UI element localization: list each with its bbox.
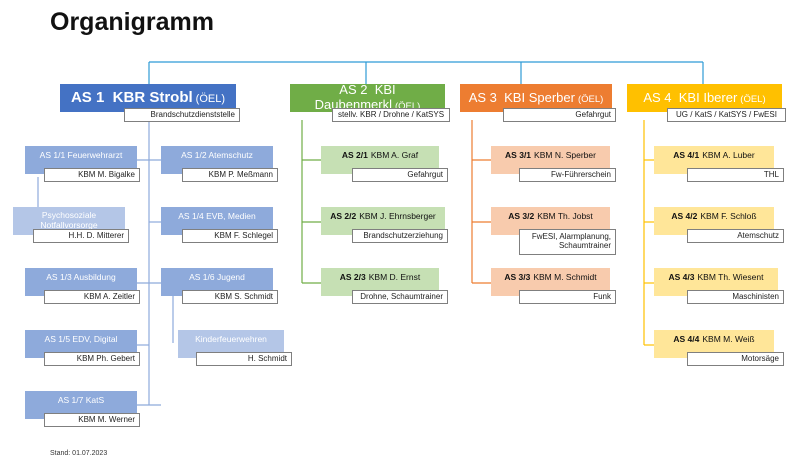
as1-card-1-4-label: AS 1/4 EVB, Medien xyxy=(178,211,256,221)
page-title: Organigramm xyxy=(50,8,214,36)
as3-sub: Gefahrgut xyxy=(503,108,616,122)
as3-card-1-code: AS 3/1 xyxy=(505,150,532,160)
as1-card-1-7-label: AS 1/7 KatS xyxy=(57,395,105,405)
psychosoziale-person: H.H. D. Mitterer xyxy=(33,229,129,243)
as3-card-3-code: AS 3/3 xyxy=(504,272,531,282)
as4-card-1-name: KBM A. Luber xyxy=(702,150,755,160)
as3-header: AS 3 KBI Sperber(ÖEL) xyxy=(460,84,612,112)
as4-card-1-code: AS 4/1 xyxy=(673,150,700,160)
as1-card-1-3-person: KBM A. Zeitler xyxy=(44,290,140,304)
as2-code: AS 2 xyxy=(339,82,368,98)
as4-card-2-code: AS 4/2 xyxy=(671,211,698,221)
as1-header: AS 1 KBR Strobl(ÖEL) xyxy=(60,84,236,112)
as3-card-3-name: KBM M. Schmidt xyxy=(533,272,597,282)
as2-card-3-name: KBM D. Ernst xyxy=(368,272,421,282)
as3-connectors xyxy=(471,120,491,284)
top-connectors xyxy=(148,61,704,84)
as1-card-1-5-person: KBM Ph. Gebert xyxy=(44,352,140,366)
as4-card-2-sub: Atemschutz xyxy=(687,229,784,243)
as3-name: KBI Sperber xyxy=(504,89,575,105)
as2-card-2-sub: Brandschutzerziehung xyxy=(352,229,448,243)
as2-card-1-sub: Gefahrgut xyxy=(352,168,448,182)
as1-card-1-1-person: KBM M. Bigalke xyxy=(44,168,140,182)
as3-card-2-sub: FwESI, Alarmplanung, Schaumtrainer xyxy=(519,229,616,255)
as2-card-3-sub: Drohne, Schaumtrainer xyxy=(352,290,448,304)
as3-card-1-name: KBM N. Sperber xyxy=(534,150,596,160)
as4-card-4-code: AS 4/4 xyxy=(673,334,700,344)
as1-card-1-2-label: AS 1/2 Atemschutz xyxy=(181,150,253,160)
as3-code: AS 3 xyxy=(468,89,497,105)
psychosoziale-label: Psychosoziale Notfallvorsorge xyxy=(40,210,98,230)
as3-card-2-code: AS 3/2 xyxy=(508,211,535,221)
as2-card-1-code: AS 2/1 xyxy=(341,150,368,160)
as3-card-3-sub: Funk xyxy=(519,290,616,304)
as2-card-2-code: AS 2/2 xyxy=(330,211,357,221)
as1-card-1-5-label: AS 1/5 EDV, Digital xyxy=(44,334,118,344)
as1-name: KBR Strobl xyxy=(112,89,193,107)
as1-connectors xyxy=(37,120,174,406)
as4-connectors xyxy=(643,120,654,346)
as1-suffix: (ÖEL) xyxy=(195,93,226,106)
as1-card-1-2-person: KBM P. Meßmann xyxy=(182,168,278,182)
as2-sub: stellv. KBR / Drohne / KatSYS xyxy=(332,108,450,122)
as1-card-1-3-label: AS 1/3 Ausbildung xyxy=(46,272,116,282)
as4-suffix: (ÖEL) xyxy=(740,93,766,105)
as1-card-1-7-person: KBM M. Werner xyxy=(44,413,140,427)
as4-card-3-sub: Maschinisten xyxy=(687,290,784,304)
as4-card-4-name: KBM M. Weiß xyxy=(702,334,755,344)
as1-card-1-6-person: KBM S. Schmidt xyxy=(182,290,278,304)
kinderfeuerwehren-person: H. Schmidt xyxy=(196,352,292,366)
as4-card-2-name: KBM F. Schloß xyxy=(700,211,757,221)
as2-header: AS 2 KBI Daubenmerkl(ÖEL) xyxy=(290,82,445,112)
as4-card-3-name: KBM Th. Wiesent xyxy=(697,272,764,282)
as3-card-2-name: KBM Th. Jobst xyxy=(537,211,593,221)
stand-date: Stand: 01.07.2023 xyxy=(50,450,108,457)
as4-card-1-sub: THL xyxy=(687,168,784,182)
as2-card-1-name: KBM A. Graf xyxy=(370,150,419,160)
as4-card-3-code: AS 4/3 xyxy=(668,272,695,282)
as4-name: KBI Iberer xyxy=(678,89,738,105)
as2-card-2-name: KBM J. Ehrnsberger xyxy=(359,211,436,221)
as4-code: AS 4 xyxy=(643,89,672,105)
as4-sub: UG / KatS / KatSYS / FwESI xyxy=(667,108,786,122)
as2-connectors xyxy=(301,120,321,284)
kinderfeuerwehren-label: Kinderfeuerwehren xyxy=(195,334,267,344)
as2-suffix: (ÖEL) xyxy=(394,101,421,112)
as4-header: AS 4 KBI Iberer(ÖEL) xyxy=(627,84,782,112)
as1-card-1-1-label: AS 1/1 Feuerwehrarzt xyxy=(39,150,123,160)
as3-suffix: (ÖEL) xyxy=(577,93,604,105)
as3-card-1-sub: Fw-Führerschein xyxy=(519,168,616,182)
as1-card-1-6-label: AS 1/6 Jugend xyxy=(189,272,245,282)
as1-card-1-4-person: KBM F. Schlegel xyxy=(182,229,278,243)
as1-code: AS 1 xyxy=(70,89,105,107)
as1-sub: Brandschutzdienststelle xyxy=(124,108,240,122)
as4-card-4-sub: Motorsäge xyxy=(687,352,784,366)
as2-card-3-code: AS 2/3 xyxy=(339,272,366,282)
